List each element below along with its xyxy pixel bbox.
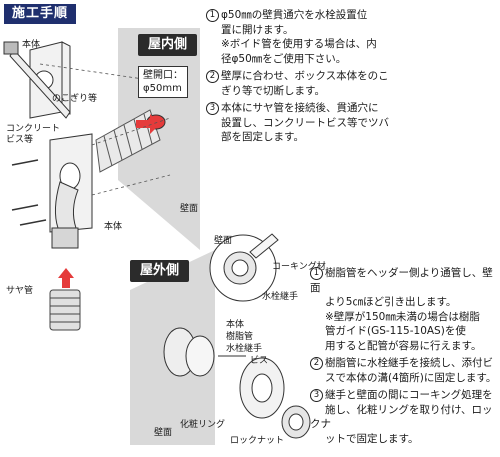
- label-caulking: コーキング材: [272, 262, 326, 272]
- page-title: 施工手順: [4, 4, 76, 24]
- outdoor-section-tab: 屋外側: [130, 260, 190, 282]
- label-screw: ビス: [250, 356, 269, 366]
- step-number: 2: [206, 70, 219, 83]
- up-arrow-icon: [58, 268, 74, 288]
- label-faucet-joint: 水栓継手: [226, 344, 263, 354]
- indoor-section-tab: 屋内側: [138, 34, 198, 56]
- label-resin-pipe: 樹脂管: [226, 332, 254, 342]
- screws-drawing: [11, 159, 47, 226]
- label-wall-detail: 壁面: [214, 236, 233, 246]
- step-number: 1: [206, 9, 219, 22]
- sleeve-pipe-drawing: [49, 289, 81, 331]
- label-wall-indoor: 壁面: [180, 204, 199, 214]
- label-lock-nut: ロックナット: [230, 436, 285, 446]
- step-number: 3: [310, 389, 323, 402]
- guide-lines: [39, 63, 171, 196]
- outdoor-parts-drawing: [163, 327, 311, 439]
- label-faucet-joint-detail: 水栓継手: [262, 292, 299, 302]
- wall-opening-callout: 壁開口： φ50mm: [138, 66, 188, 98]
- label-body-outdoor: 本体: [226, 320, 245, 330]
- caulking-detail-drawing: [209, 233, 279, 302]
- box-body-lower-drawing: [49, 133, 93, 249]
- label-saw: のこぎり等: [52, 94, 98, 104]
- step-number: 1: [310, 267, 323, 280]
- step-number: 2: [310, 357, 323, 370]
- label-body-top: 本体: [22, 40, 41, 50]
- insert-arrow-icon: [136, 114, 160, 134]
- label-sleeve-pipe: サヤ管: [6, 286, 34, 296]
- label-decor-ring: 化粧リング: [180, 420, 226, 430]
- label-concrete-screw: コンクリート ビス等: [6, 124, 61, 145]
- label-wall-outdoor: 壁面: [154, 428, 173, 438]
- label-body-mid: 本体: [104, 222, 123, 232]
- saw-drawing: [3, 41, 71, 119]
- step-number: 3: [206, 102, 219, 115]
